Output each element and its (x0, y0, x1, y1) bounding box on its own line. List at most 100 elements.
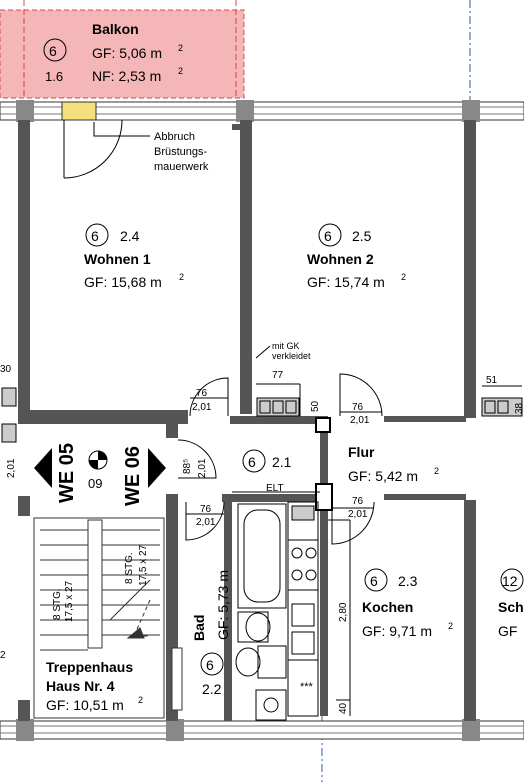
note: mit GK (272, 341, 300, 351)
wall (18, 496, 30, 516)
room-number: 12 (502, 573, 518, 589)
room-name: Haus Nr. 4 (46, 678, 115, 694)
note: mauerwerk (154, 161, 209, 173)
room-area: GF: 5,42 m (348, 468, 418, 484)
washbasin (235, 645, 287, 721)
note: verkleidet (272, 351, 311, 361)
room-number-circle (500, 568, 524, 592)
dimension-lines (186, 345, 522, 716)
superscript: 2 (179, 272, 184, 282)
dimension-text: 2,01 (348, 509, 368, 520)
wall (222, 494, 322, 502)
superscript: 2 (178, 66, 183, 76)
room-id: 2.2 (202, 681, 222, 697)
room-number-circle (364, 568, 388, 592)
room-name: Bad (191, 615, 207, 641)
wall (232, 124, 242, 130)
wall (166, 424, 178, 438)
dimension-text: 2,01 (196, 517, 216, 528)
unit-number: 09 (88, 476, 102, 491)
room-number: 6 (248, 454, 256, 470)
room-name: Wohnen 1 (84, 251, 151, 267)
dimension-text: 88⁵ (182, 459, 193, 474)
dimension-text: 2 (0, 650, 6, 661)
room-id: 2.1 (272, 454, 292, 470)
room-number-circle (242, 449, 266, 473)
room-area: NF: 2,53 m (92, 68, 161, 84)
superscript: 2 (401, 272, 406, 282)
note: Brüstungs- (154, 146, 208, 158)
room-number-circle (43, 38, 67, 62)
dimension-text: 30 (0, 364, 12, 375)
wall (464, 120, 476, 418)
wall (171, 647, 183, 711)
balcony-area (0, 9, 245, 99)
room-number: 6 (370, 573, 378, 589)
dimension-text: 76 (352, 496, 364, 507)
wall (384, 494, 466, 500)
room-number: 6 (206, 657, 214, 673)
dimension-text: 76 (352, 402, 364, 413)
note: ELT (266, 483, 284, 494)
radiator (1, 387, 523, 443)
dimension-text: 51 (486, 375, 498, 386)
unit-arrow-left (34, 448, 52, 488)
wall (320, 416, 328, 716)
wall (224, 500, 232, 721)
room-id: 2.5 (352, 228, 372, 244)
room-number-circle (318, 223, 342, 247)
wall (464, 500, 476, 721)
dimension-text: 2,80 (338, 602, 349, 622)
stair-label: 8 STG. (52, 588, 63, 620)
door-swing (63, 119, 383, 545)
dimension-text: 76 (200, 504, 212, 515)
toilet (237, 611, 271, 643)
stair-label: 8 STG. (124, 552, 135, 584)
note: Abbruch (154, 131, 195, 143)
unit-label: WE 06 (122, 446, 144, 506)
stair-label: 17,5 x 27 (64, 580, 75, 622)
room-name: Balkon (92, 21, 139, 37)
dimension-text: 2,01 (192, 402, 212, 413)
pillar (462, 100, 480, 122)
unit-label: WE 05 (56, 443, 78, 503)
dimension-text: 2,01 (350, 415, 370, 426)
wall (18, 120, 30, 410)
superscript: 2 (178, 43, 183, 53)
kitchen-unit (287, 501, 319, 717)
note: *** (300, 681, 314, 693)
wall (18, 410, 188, 424)
pillar (236, 100, 254, 122)
room-number-circle (200, 652, 224, 676)
room-name: Flur (348, 444, 375, 460)
room-number: 6 (324, 228, 332, 244)
dimension-text: 2,01 (197, 458, 208, 478)
dimension-text: 50 (310, 400, 321, 412)
superscript: 2 (434, 466, 439, 476)
room-area: GF: 9,71 m (362, 623, 432, 639)
dimension-text: 38 (514, 402, 524, 414)
wall (18, 700, 30, 721)
room-area: GF (498, 623, 517, 639)
dimension-text: 40 (338, 702, 349, 714)
room-name: Sch (498, 599, 524, 615)
room-number-circle (85, 223, 109, 247)
window-opening-yellow (61, 101, 97, 121)
room-number: 6 (49, 43, 57, 59)
room-area: GF: 5,73 m (215, 570, 231, 640)
room-area: GF: 15,68 m (84, 274, 162, 290)
room-id: 2.4 (120, 228, 140, 244)
room-number: 6 (91, 228, 99, 244)
bathtub (237, 503, 287, 609)
room-name: Treppenhaus (46, 659, 133, 675)
room-name: Wohnen 2 (307, 251, 374, 267)
room-area: GF: 15,74 m (307, 274, 385, 290)
wall (230, 416, 326, 424)
dimension-text: 2,01 (6, 458, 17, 478)
stair-label: 17,5 x 27 (138, 544, 149, 586)
wall (240, 120, 252, 414)
wall (384, 416, 466, 422)
dimension-text: 77 (272, 370, 284, 381)
